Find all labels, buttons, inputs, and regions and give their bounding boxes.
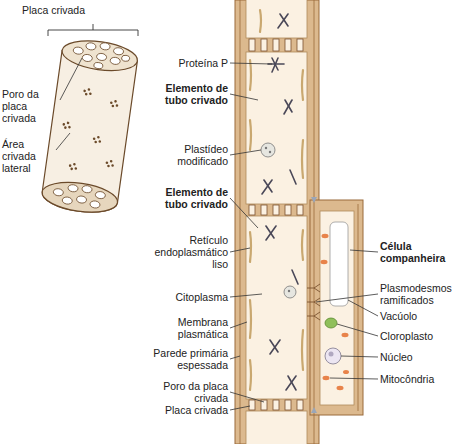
part-label: Mitocôndria <box>380 373 460 385</box>
part-label: Vacúolo <box>380 310 460 322</box>
leader-line <box>56 58 378 410</box>
cell-name-label: Célula companheira <box>380 240 460 264</box>
wall-junction <box>311 197 317 413</box>
sieve-plate <box>249 39 303 410</box>
sieve-plate-pores <box>71 39 131 73</box>
bracket <box>48 24 138 36</box>
part-label: Poro da placa crivada <box>148 380 228 404</box>
part-label: Núcleo <box>380 351 460 363</box>
part-label: Área crivada lateral <box>2 138 56 174</box>
nucleus <box>325 348 341 364</box>
nucleolus <box>329 352 334 357</box>
vacuole <box>330 222 348 306</box>
part-label: Parede primária espessada <box>148 347 228 371</box>
part-label: Proteína P <box>148 57 228 69</box>
companion-cell-lumen <box>320 211 354 405</box>
p-protein <box>262 14 298 390</box>
part-label: Citoplasma <box>148 291 228 303</box>
cell-name-label: Elemento de tubo crivado <box>148 82 228 106</box>
part-label: Placa crivada <box>148 404 228 416</box>
sieve-plate-bottom <box>40 178 119 216</box>
sieve-element-cylinder <box>40 37 139 217</box>
modified-plastid <box>261 143 296 298</box>
mitochondrion <box>321 234 350 390</box>
sieve-element-lumen <box>246 0 307 444</box>
chloroplast <box>325 318 337 328</box>
part-label: Retículo endoplasmático liso <box>148 234 228 270</box>
part-label: Placa crivada <box>22 4 112 16</box>
part-label: Plastídeo modificado <box>148 143 228 167</box>
part-label: Membrana plasmática <box>148 316 228 340</box>
cylinder-body <box>40 50 137 216</box>
companion-cell-wall <box>310 200 363 415</box>
sieve-plate-top <box>60 37 139 75</box>
part-label: Poro da placa crivada <box>2 88 60 124</box>
middle-lamella <box>240 0 358 444</box>
part-label: Cloroplasto <box>380 330 460 342</box>
cell-name-label: Elemento de tubo crivado <box>148 186 228 210</box>
cell-wall <box>235 0 319 444</box>
smooth-er <box>250 10 303 390</box>
part-label: Plasmodesmos ramificados <box>380 282 462 306</box>
lateral-sieve-areas <box>56 85 124 176</box>
sieve-plate-pores <box>52 181 106 209</box>
